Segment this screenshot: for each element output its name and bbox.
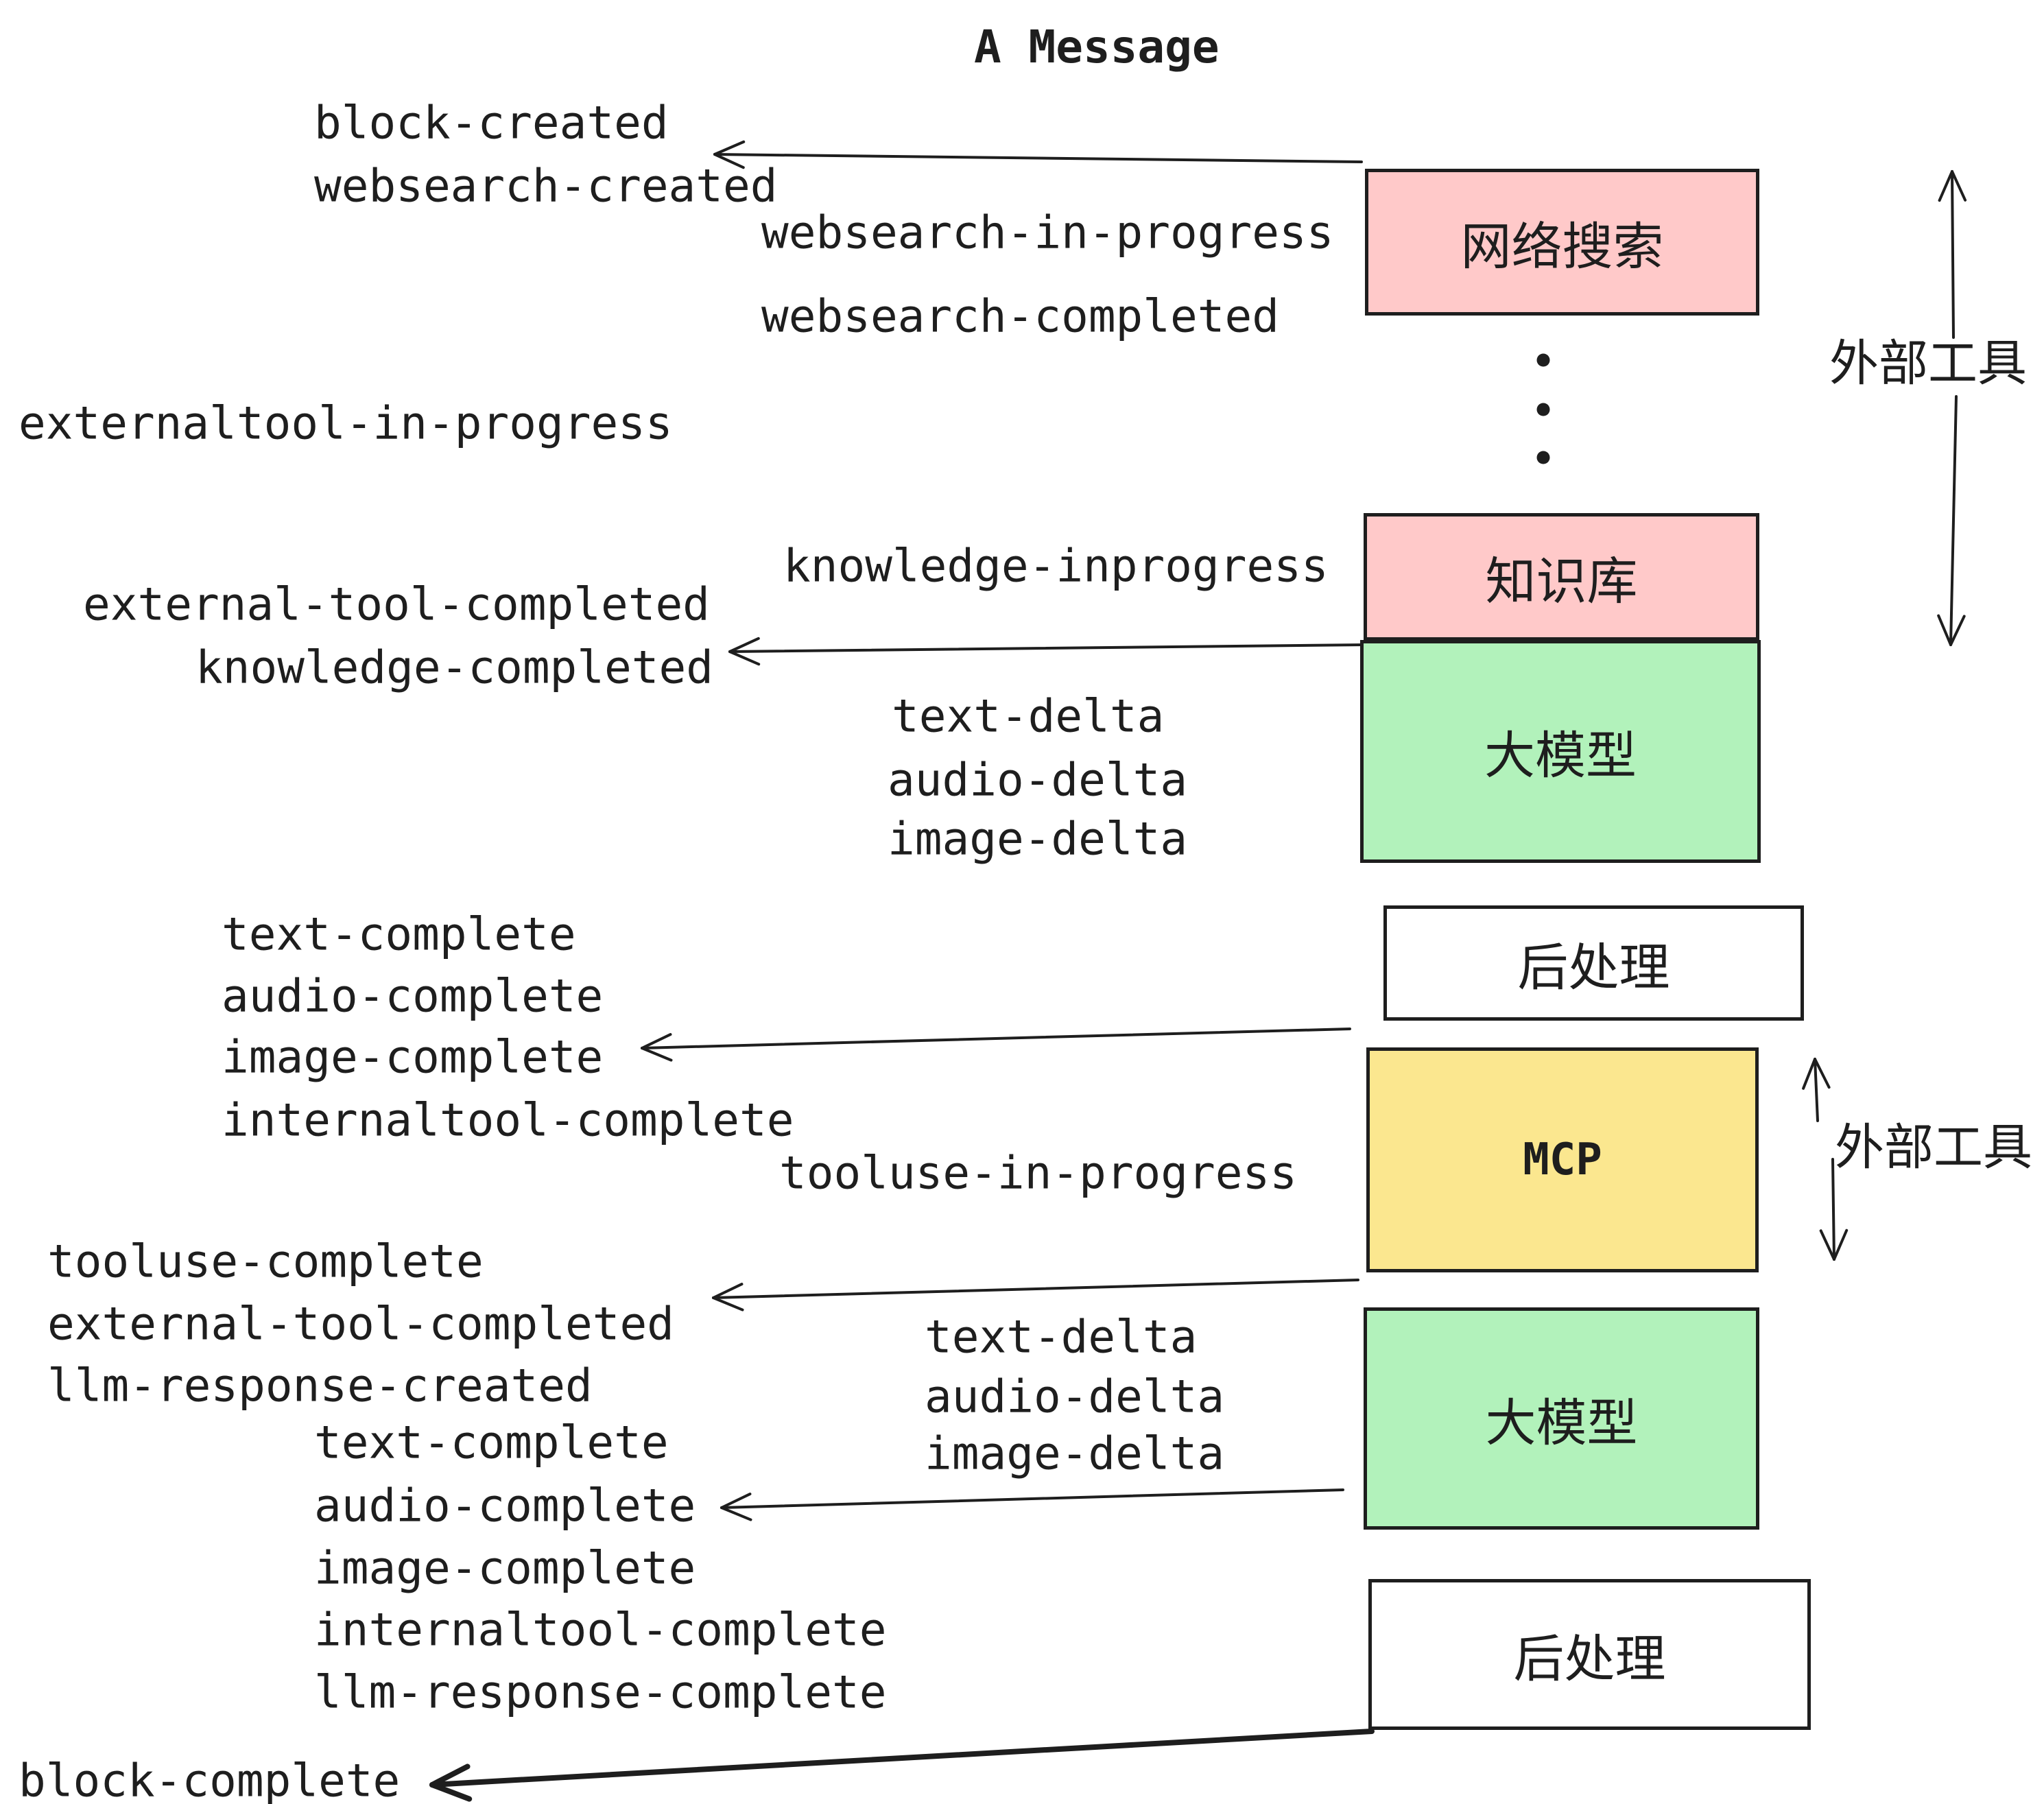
event-label-externaltool-in-progress: externaltool-in-progress	[19, 396, 673, 450]
node-llm-2: 大模型	[1364, 1307, 1759, 1530]
event-label-knowledge-completed: knowledge-completed	[195, 641, 713, 694]
node-knowledge: 知识库	[1364, 513, 1759, 641]
arrow-external-tools-2-down	[1819, 1158, 1849, 1261]
side-label-external-tools-1: 外部工具	[1829, 334, 2028, 392]
event-label-audio-delta: audio-delta	[888, 753, 1188, 807]
event-label-knowledge-inprogress: knowledge-inprogress	[783, 539, 1329, 593]
event-label-internaltool-complete: internaltool-complete	[222, 1093, 794, 1147]
event-label-external-tool-completed: external-tool-completed	[47, 1297, 674, 1351]
ellipsis-dot-1	[1536, 353, 1550, 367]
arrow-to-audio-complete	[720, 1488, 1344, 1521]
event-label-block-created: block-created	[314, 96, 669, 150]
event-label-image-complete: image-complete	[314, 1541, 696, 1595]
event-label-audio-complete: audio-complete	[314, 1479, 696, 1532]
event-label-block-complete: block-complete	[19, 1754, 401, 1804]
arrow-to-image-complete	[641, 1028, 1351, 1062]
node-postprocess-1: 后处理	[1383, 905, 1804, 1021]
event-label-audio-delta: audio-delta	[925, 1370, 1225, 1423]
event-label-websearch-created: websearch-created	[314, 159, 778, 213]
event-label-text-complete: text-complete	[314, 1416, 669, 1469]
event-label-image-delta: image-delta	[925, 1427, 1225, 1480]
node-llm-1: 大模型	[1360, 640, 1761, 863]
event-label-text-complete: text-complete	[222, 907, 576, 961]
event-label-tooluse-in-progress: tooluse-in-progress	[779, 1146, 1297, 1200]
event-label-tooluse-complete: tooluse-complete	[47, 1235, 484, 1288]
event-label-audio-complete: audio-complete	[222, 969, 604, 1023]
node-label-postprocess-2: 后处理	[1513, 1629, 1666, 1689]
ellipsis-dot-2	[1536, 403, 1550, 416]
event-label-text-delta: text-delta	[892, 689, 1165, 743]
event-label-external-tool-completed: external-tool-completed	[83, 578, 710, 631]
arrow-external-tools-1-down	[1937, 395, 1966, 646]
side-label-external-tools-2: 外部工具	[1835, 1118, 2033, 1176]
arrow-to-tooluse-complete	[712, 1279, 1359, 1312]
arrow-to-block-complete	[429, 1729, 1375, 1802]
node-label-llm-2: 大模型	[1485, 1393, 1638, 1453]
node-websearch: 网络搜索	[1365, 169, 1759, 316]
arrow-to-knowledge-completed	[728, 637, 1366, 666]
diagram-title: A Message	[974, 21, 1220, 73]
node-label-llm-1: 大模型	[1484, 726, 1637, 785]
node-label-websearch: 网络搜索	[1460, 217, 1664, 276]
node-label-mcp: MCP	[1523, 1135, 1602, 1185]
ellipsis-dot-3	[1536, 451, 1550, 464]
event-label-image-delta: image-delta	[888, 812, 1188, 866]
event-label-llm-response-complete: llm-response-complete	[314, 1665, 887, 1719]
event-label-websearch-in-progress: websearch-in-progress	[761, 206, 1334, 259]
arrow-to-block-created	[713, 140, 1363, 169]
event-label-llm-response-created: llm-response-created	[47, 1359, 593, 1412]
arrow-external-tools-2-up	[1802, 1058, 1831, 1122]
arrow-external-tools-1-up	[1938, 170, 1967, 339]
event-label-text-delta: text-delta	[925, 1310, 1198, 1364]
node-postprocess-2: 后处理	[1368, 1579, 1811, 1730]
event-label-websearch-completed: websearch-completed	[761, 289, 1279, 343]
event-label-internaltool-complete: internaltool-complete	[314, 1603, 887, 1657]
node-label-postprocess-1: 后处理	[1517, 938, 1670, 997]
node-mcp: MCP	[1366, 1047, 1759, 1272]
event-label-image-complete: image-complete	[222, 1030, 604, 1084]
node-label-knowledge: 知识库	[1485, 551, 1638, 611]
